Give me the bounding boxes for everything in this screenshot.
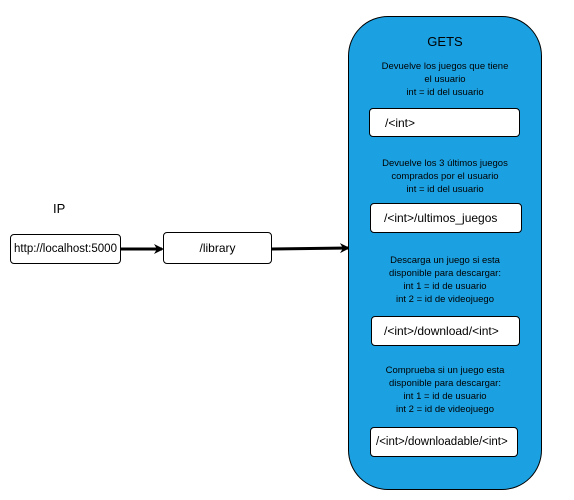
endpoint-3-desc-line-1: Descarga un juego si esta (390, 255, 500, 266)
endpoint-1-description: Devuelve los juegos que tiene el usuario… (352, 60, 538, 99)
endpoint-4-route: /<int>/downloadable/<int> (370, 427, 518, 457)
endpoint-1-route-label: /<int> (385, 115, 416, 130)
endpoint-4-desc-line-2: disponible para descargar: (389, 378, 501, 389)
endpoint-4-desc-line-3: int 1 = id de usuario (403, 391, 487, 402)
arrow-library-to-panel (271, 243, 350, 254)
endpoint-1-route: /<int> (369, 108, 520, 137)
endpoint-4-route-label: /<int>/downloadable/<int> (376, 436, 508, 448)
endpoint-3-desc-line-4: int 2 = id de videojuego (396, 294, 494, 305)
endpoint-2-route-label: /<int>/ultimos_juegos (384, 211, 498, 225)
endpoint-2-desc-line-3: int = id del usuario (406, 184, 484, 195)
endpoint-2-description: Devuelve los 3 últimos juegos comprados … (352, 157, 538, 196)
gets-title: GETS (427, 34, 463, 49)
endpoint-2-desc-line-1: Devuelve los 3 últimos juegos (382, 158, 508, 169)
library-box-label: /library (199, 241, 236, 255)
endpoint-3-desc-line-2: disponible para descargar: (389, 268, 501, 279)
endpoint-3-description: Descarga un juego si esta disponible par… (352, 254, 538, 306)
endpoint-3-route-label: /<int>/download/<int> (384, 324, 499, 338)
endpoint-2-route: /<int>/ultimos_juegos (370, 203, 522, 233)
endpoint-4-desc-line-1: Comprueba si un juego esta (385, 365, 505, 376)
ip-label: IP (53, 201, 66, 216)
library-box: /library (163, 232, 272, 264)
gets-panel (348, 16, 542, 490)
endpoint-4-desc-line-4: int 2 = id de videojuego (396, 404, 494, 415)
endpoint-3-desc-line-3: int 1 = id de usuario (403, 281, 487, 292)
host-box: http://localhost:5000 (10, 234, 121, 264)
endpoint-4-description: Comprueba si un juego esta disponible pa… (352, 364, 538, 416)
endpoint-3-route: /<int>/download/<int> (371, 316, 520, 346)
endpoint-1-desc-line-3: int = id del usuario (406, 87, 484, 98)
host-box-label: http://localhost:5000 (14, 243, 117, 255)
endpoint-1-desc-line-1: Devuelve los juegos que tiene (381, 61, 509, 72)
endpoint-1-desc-line-2: el usuario (424, 74, 466, 85)
endpoint-2-desc-line-2: comprados por el usuario (391, 171, 499, 182)
